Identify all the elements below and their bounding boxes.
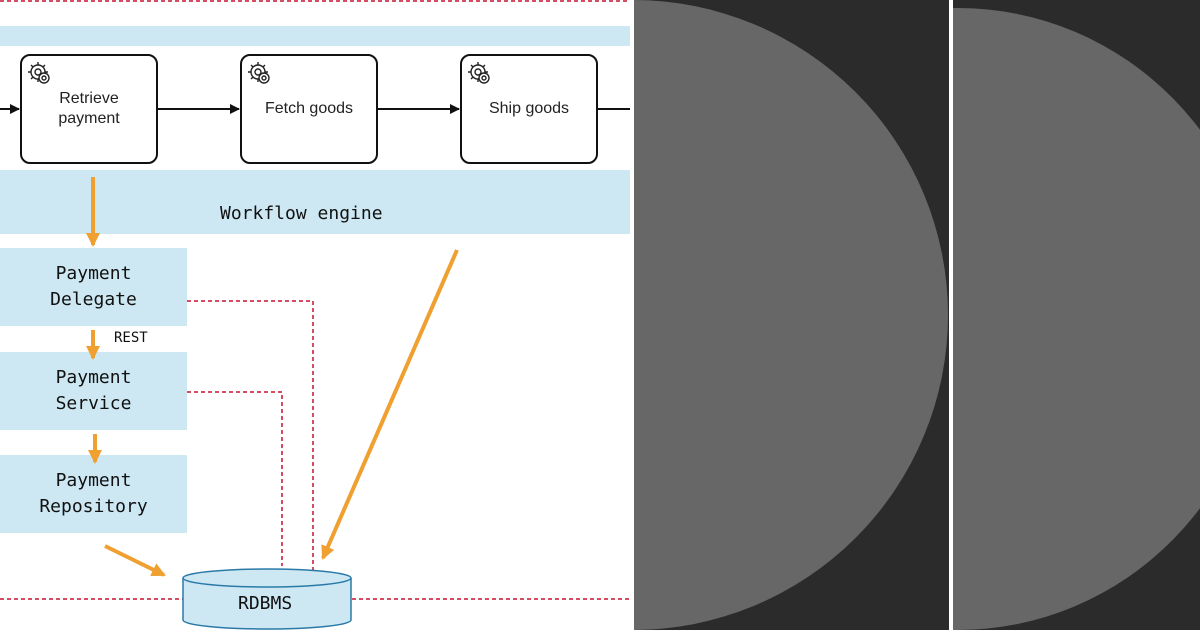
task-fetch-goods[interactable]: Fetch goods [240,54,378,164]
task-label: Fetch goods [264,100,354,117]
dashed-delegate-to-db [187,300,314,572]
payment-service-box: Payment Service [0,352,187,430]
task-ship-goods[interactable]: Ship goods [460,54,598,164]
database-cylinder [182,568,352,630]
process-top-band [0,26,630,46]
disc-shape [634,0,948,630]
connectors-layer [0,0,630,630]
right-panel-2 [953,0,1200,630]
disc-shape [953,8,1200,630]
right-panel-1 [634,0,949,630]
task-label: Ship goods [488,100,570,117]
payment-delegate-box: Payment Delegate [0,248,187,326]
workflow-engine-band [0,170,630,234]
dashed-service-to-db [187,391,283,566]
gear-icon [28,62,50,84]
rest-label: REST [114,330,148,346]
workflow-engine-label: Workflow engine [220,203,383,224]
task-label: Retrieve payment [58,90,120,127]
task-retrieve-payment[interactable]: Retrieve payment [20,54,158,164]
gear-icon [468,62,490,84]
arrow-repository-to-db [104,544,166,577]
database-label: RDBMS [238,593,293,614]
architecture-diagram: Workflow engine Retrieve payment Fetch g… [0,0,630,630]
payment-repository-box: Payment Repository [0,455,187,533]
arrow-engine-to-db [321,249,459,560]
gear-icon [248,62,270,84]
